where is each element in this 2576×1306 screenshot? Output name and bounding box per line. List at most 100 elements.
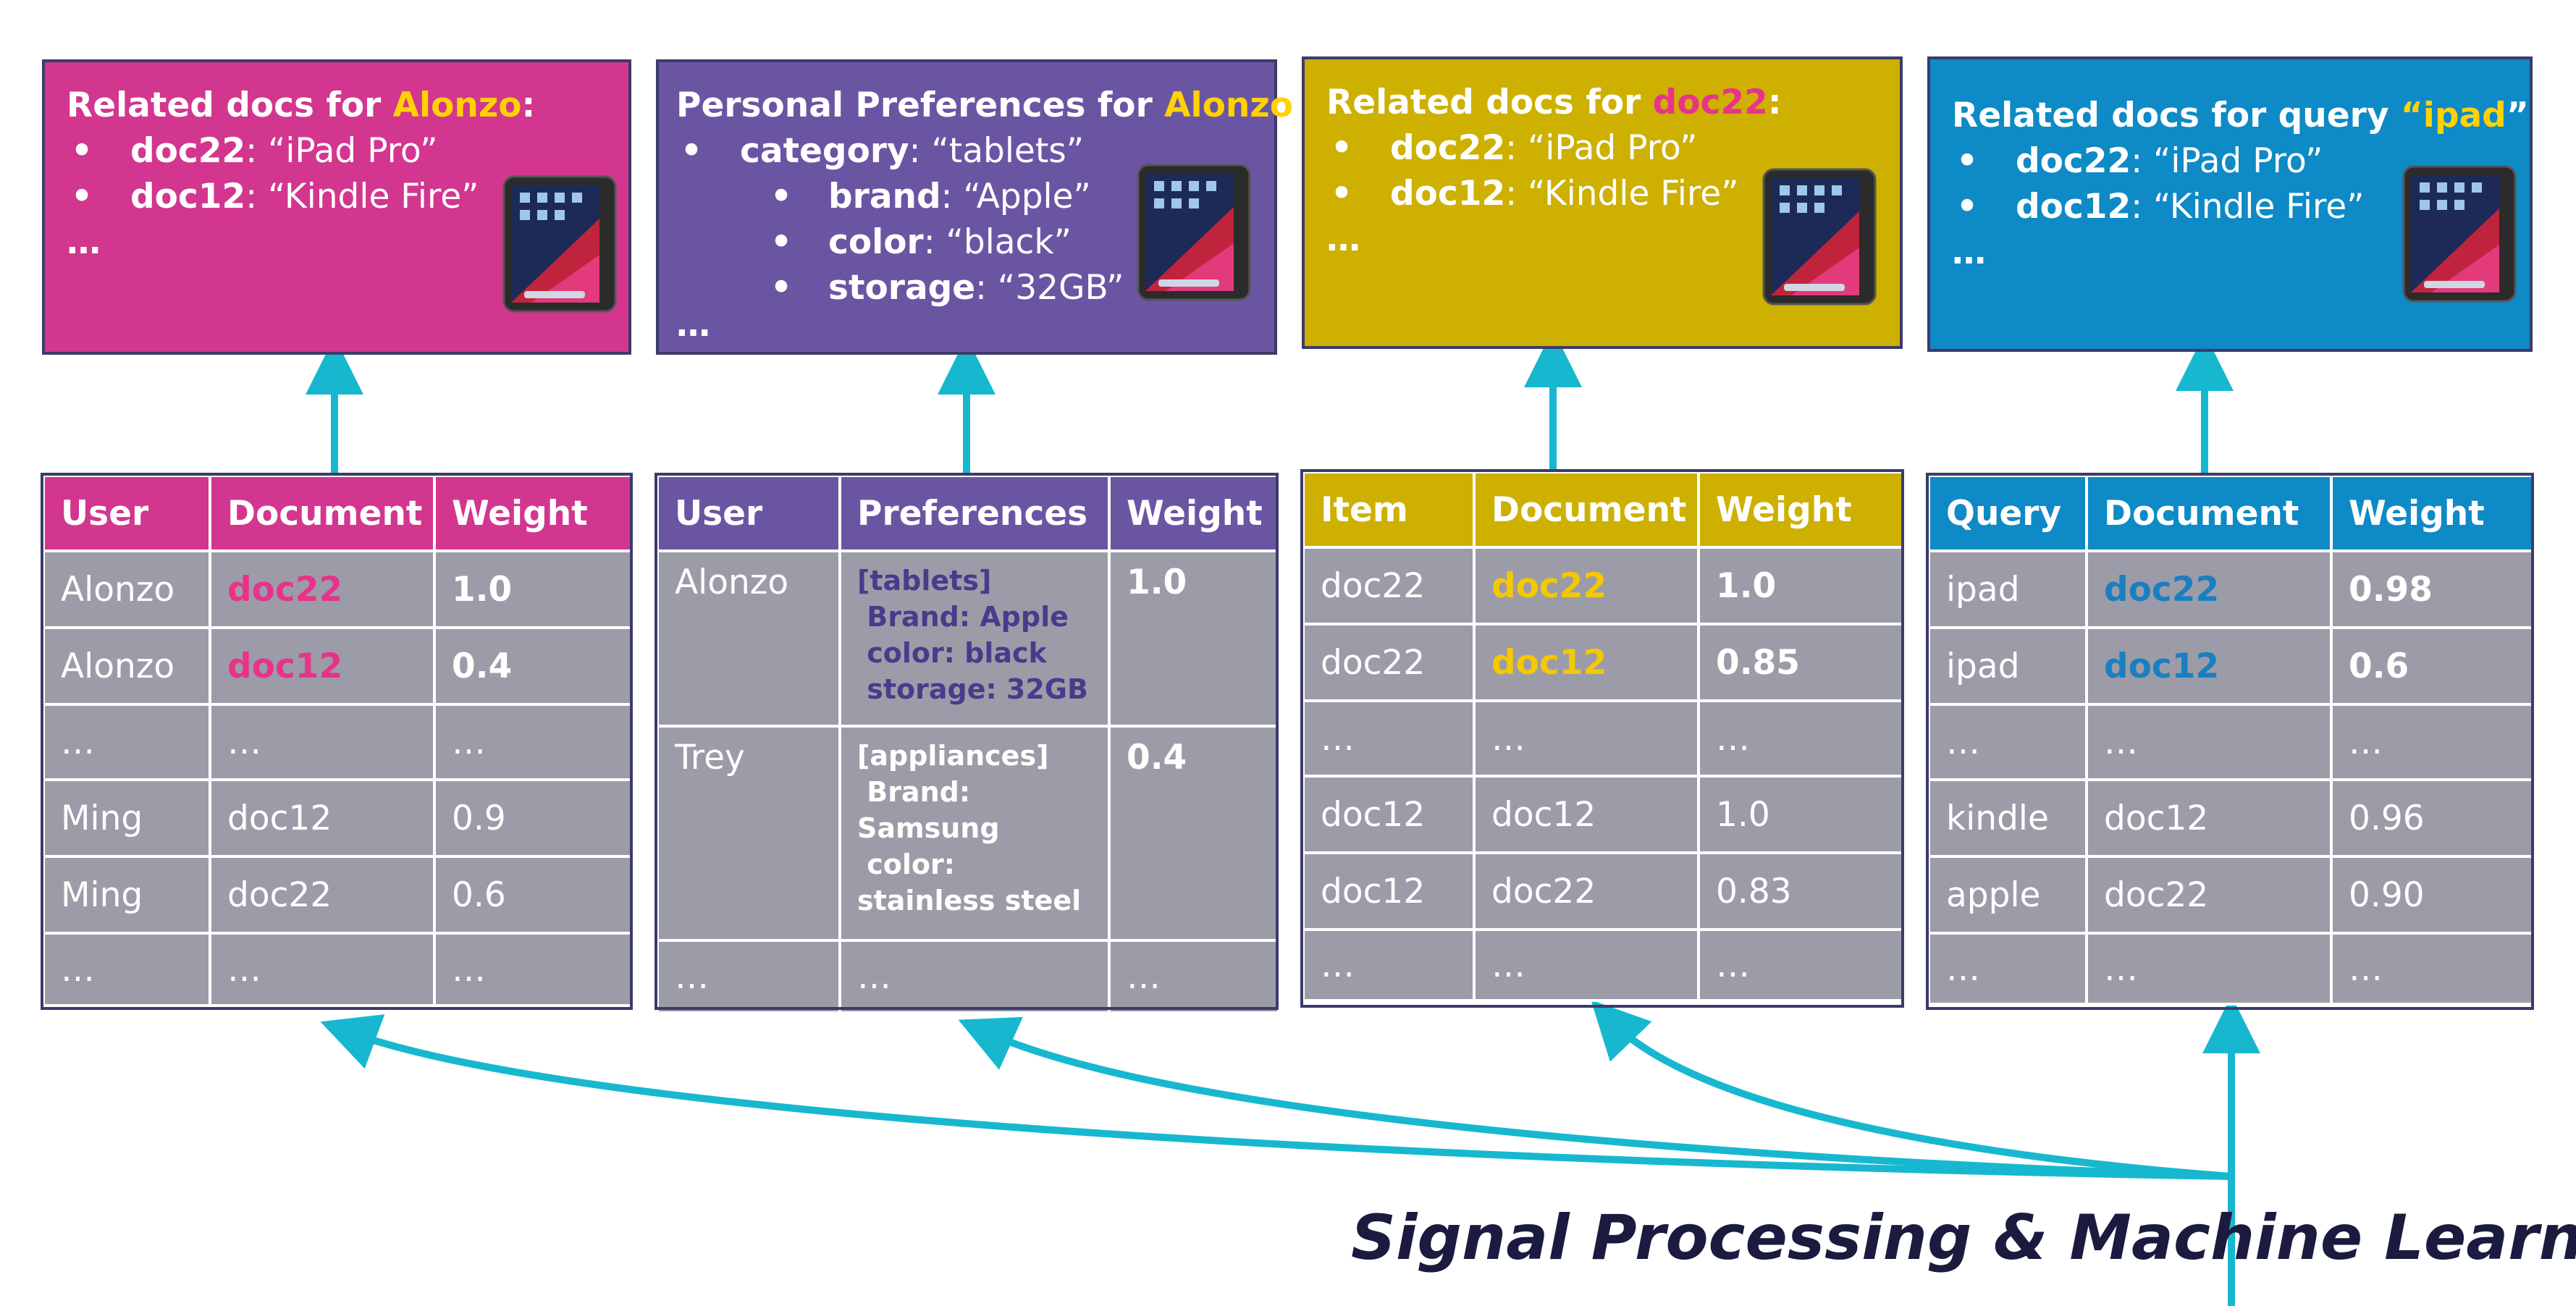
card-title-highlight: Alonzo — [392, 85, 522, 125]
column-header: Item — [1302, 471, 1476, 549]
signal-processing-caption: Signal Processing & Machine Learning — [1351, 1202, 2576, 1274]
table-row: ipad doc12 0.6 — [1927, 626, 2535, 706]
table-cell: Ming — [42, 778, 211, 858]
list-item: doc22: “iPad Pro” — [67, 128, 535, 174]
arrow-signal-to-table3 — [1591, 1000, 2232, 1180]
tablet-icon — [1762, 168, 1877, 306]
tablet-icon — [2402, 165, 2517, 303]
table-cell: doc22 — [1302, 623, 1476, 702]
card-title: Related docs for doc22: — [1326, 80, 1782, 125]
item-key: doc12 — [130, 177, 246, 216]
table-cell: 0.96 — [2330, 778, 2535, 858]
table-cell: … — [1108, 939, 1280, 1014]
card-title-highlight: ipad — [2423, 96, 2506, 135]
table-cell: … — [42, 932, 211, 1007]
table-cell: 0.90 — [2330, 855, 2535, 935]
card-related-docs-user: Related docs for Alonzo: doc22: “iPad Pr… — [42, 59, 631, 355]
table-cell: … — [433, 932, 634, 1007]
tablet-icon — [1137, 164, 1251, 301]
table-cell: doc22 — [1473, 546, 1700, 625]
item-value: : “Kindle Fire” — [2131, 187, 2365, 227]
table-row: Ming doc12 0.9 — [42, 778, 634, 858]
table-cell: doc12 — [1302, 775, 1476, 854]
column-header: Weight — [2330, 474, 2535, 552]
column-header: Document — [1473, 471, 1700, 549]
table-header-row: Query Document Weight — [1927, 474, 2535, 552]
item-value: : “Apple” — [940, 177, 1091, 216]
table-cell: … — [2085, 932, 2333, 1006]
table-cell: … — [42, 703, 211, 781]
table-cell: … — [209, 703, 436, 781]
card-title-suffix: : — [521, 85, 536, 125]
table-cell: … — [1473, 928, 1700, 1002]
card-title-highlight: Alonzo — [1164, 85, 1294, 125]
column-header: Weight — [1108, 474, 1280, 552]
table-cell: … — [1927, 703, 2088, 781]
table-cell: 0.6 — [433, 855, 634, 935]
table-cell: … — [1302, 928, 1476, 1002]
arrow-signal-to-table1 — [320, 1014, 2232, 1180]
card-list: doc22: “iPad Pro” doc12: “Kindle Fire” — [67, 128, 535, 219]
item-key: doc22 — [130, 131, 246, 171]
table-row: … … … — [1927, 703, 2535, 781]
card-related-docs-item: Related docs for doc22: doc22: “iPad Pro… — [1302, 56, 1903, 349]
item-key: doc12 — [1390, 174, 1506, 214]
column-header: Preferences — [838, 474, 1111, 552]
table-cell: doc12 — [2085, 626, 2333, 706]
table-cell: 1.0 — [1697, 775, 1906, 854]
column-header: User — [42, 474, 211, 552]
arrow-signal-to-table2 — [958, 1016, 2232, 1180]
item-value: : “tablets” — [909, 131, 1085, 171]
column-header: Weight — [1697, 471, 1906, 549]
table-row: … … … — [42, 703, 634, 781]
table-cell: doc12 — [1302, 851, 1476, 931]
table-header-row: User Preferences Weight — [656, 474, 1280, 552]
table-cell: … — [838, 939, 1111, 1014]
table-cell: … — [1927, 932, 2088, 1006]
item-value: : “black” — [923, 222, 1072, 262]
table-row: … … … — [1302, 699, 1906, 778]
list-item: doc12: “Kindle Fire” — [67, 174, 535, 219]
card-personal-preferences: Personal Preferences for Alonzo: categor… — [656, 59, 1307, 355]
card-title-prefix: Related docs for — [1326, 83, 1653, 122]
card-related-docs-query: Related docs for query “ipad”: doc22: “i… — [1927, 56, 2543, 352]
table-cell: doc22 — [1302, 546, 1476, 625]
table-cell: ipad — [1927, 626, 2088, 706]
list-subitem: color: “black” — [676, 219, 1307, 265]
list-item: doc22: “iPad Pro” — [1952, 138, 2543, 184]
item-key: doc12 — [2016, 187, 2131, 227]
card-title-open-quote: “ — [2400, 96, 2423, 135]
table-cell: … — [656, 939, 841, 1014]
list-item: category: “tablets” — [676, 128, 1307, 174]
table-cell: 0.4 — [433, 626, 634, 706]
table-cell: kindle — [1927, 778, 2088, 858]
table-cell: 0.4 — [1108, 725, 1280, 942]
table-row: … … … — [42, 932, 634, 1007]
table-cell: 1.0 — [1697, 546, 1906, 625]
table-cell: 0.6 — [2330, 626, 2535, 706]
column-header: User — [656, 474, 841, 552]
column-header: Document — [209, 474, 436, 552]
card-title-highlight: doc22 — [1652, 83, 1768, 122]
list-item: doc22: “iPad Pro” — [1326, 125, 1782, 171]
item-key: category — [740, 131, 909, 171]
card-list: doc22: “iPad Pro” doc12: “Kindle Fire” — [1326, 125, 1782, 216]
card-more: … — [67, 222, 101, 262]
table-cell: … — [1697, 928, 1906, 1002]
table-row: doc22 doc22 1.0 — [1302, 546, 1906, 625]
item-key: doc22 — [1390, 128, 1506, 168]
table-cell: doc12 — [209, 778, 436, 858]
table-cell: doc12 — [209, 626, 436, 706]
table-row: doc12 doc12 1.0 — [1302, 775, 1906, 854]
card-more: … — [676, 305, 710, 345]
item-value: : “Kindle Fire” — [245, 177, 479, 216]
card-title-prefix: Related docs for query — [1952, 96, 2401, 135]
item-key: doc22 — [2016, 141, 2131, 181]
table-cell: doc22 — [209, 549, 436, 629]
table-cell: Alonzo — [42, 626, 211, 706]
table-cell: 0.98 — [2330, 549, 2535, 629]
table-cell: doc12 — [1473, 623, 1700, 702]
card-title-prefix: Personal Preferences for — [676, 85, 1165, 125]
table-cell: Alonzo — [42, 549, 211, 629]
